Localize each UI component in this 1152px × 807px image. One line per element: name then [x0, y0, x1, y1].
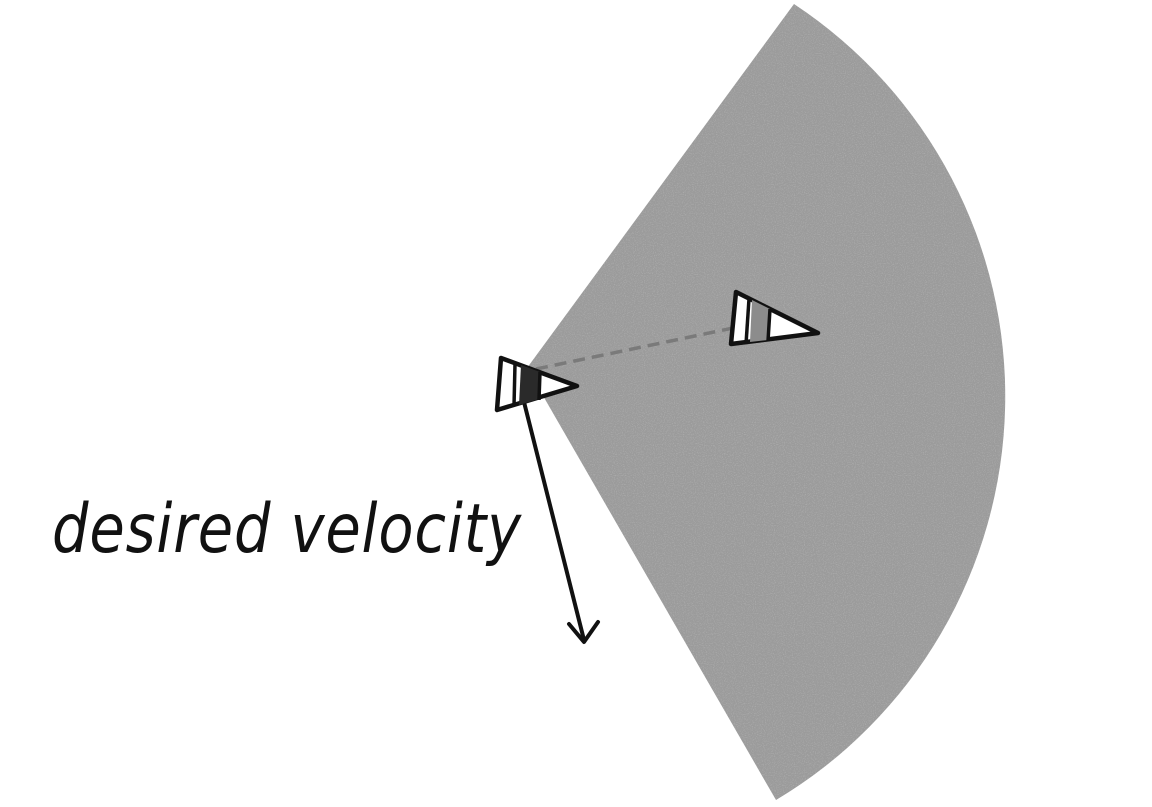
vehicle-link-dashed-line: [535, 325, 739, 371]
view-cone: [527, 4, 1006, 800]
desired-velocity-label: desired velocity: [52, 490, 522, 569]
vehicle-other: [728, 289, 821, 347]
vehicle-self: [494, 355, 580, 413]
desired-velocity-arrow: [522, 400, 600, 644]
